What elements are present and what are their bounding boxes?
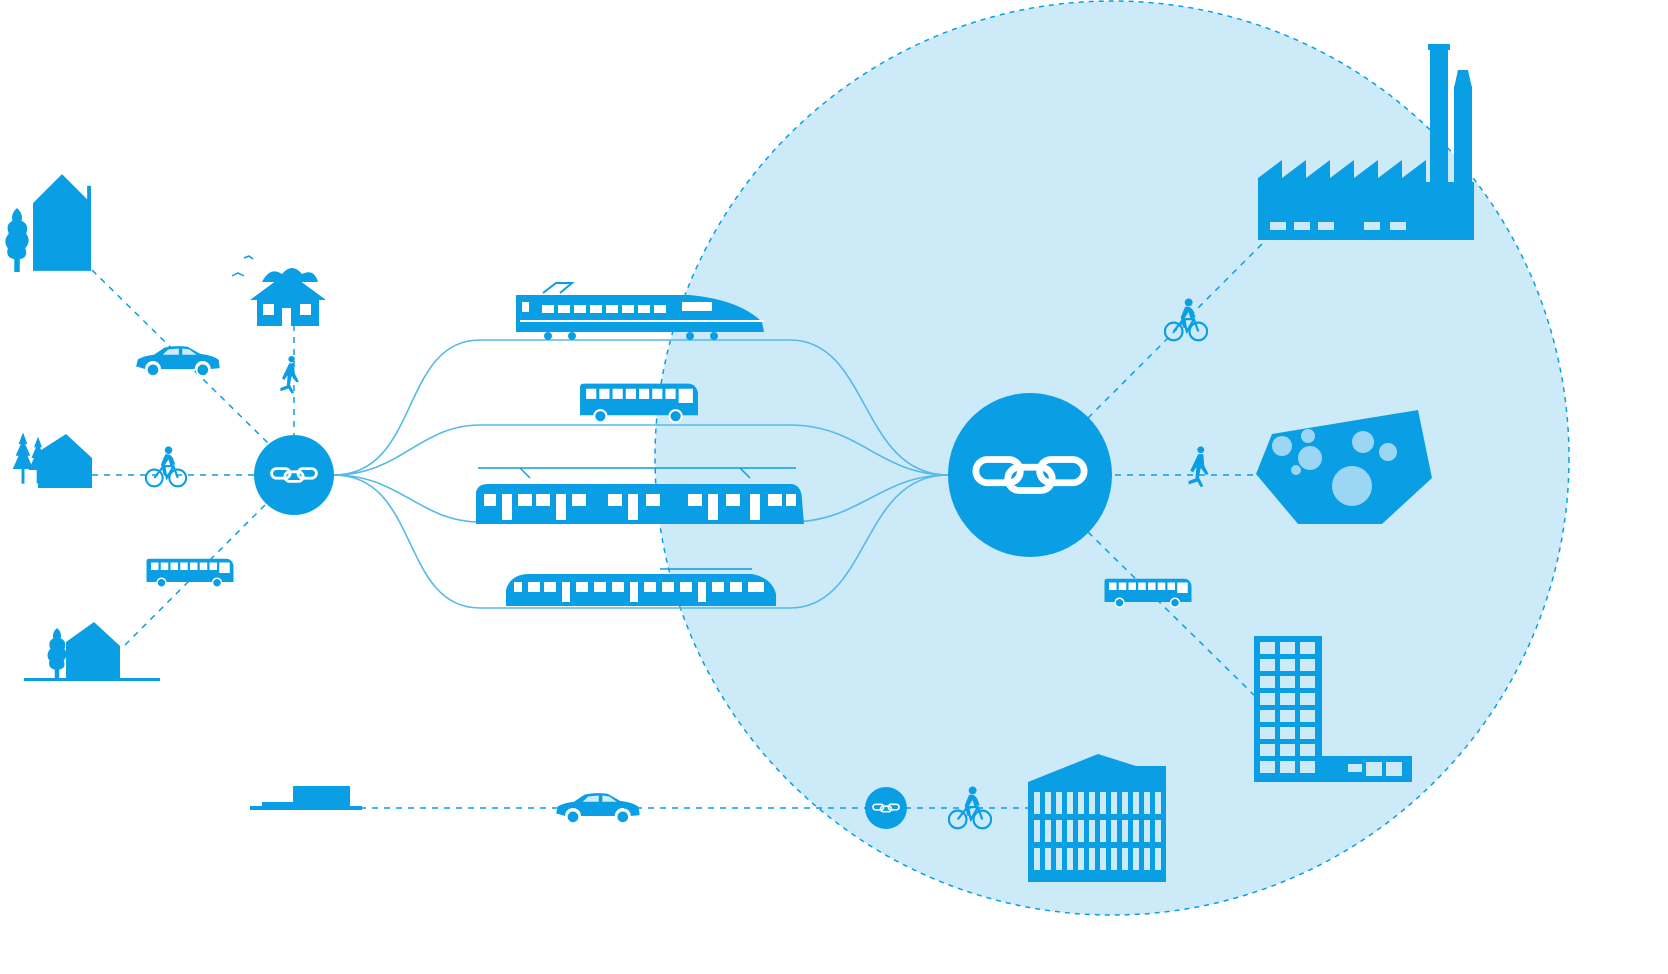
window — [1300, 642, 1315, 654]
window — [1122, 820, 1128, 842]
window — [1300, 693, 1315, 705]
window — [1078, 820, 1084, 842]
window — [1300, 744, 1315, 756]
window — [1280, 642, 1295, 654]
window — [1111, 848, 1117, 870]
window — [1300, 727, 1315, 739]
window — [1122, 792, 1128, 814]
window — [1034, 848, 1040, 870]
car-icon — [555, 792, 641, 824]
window — [1133, 792, 1139, 814]
city-hub — [948, 393, 1112, 557]
window — [1280, 693, 1295, 705]
window — [1133, 848, 1139, 870]
window — [1260, 642, 1275, 654]
tram-icon — [476, 467, 804, 524]
commuter-train-icon — [506, 568, 776, 606]
window — [1260, 744, 1275, 756]
window — [1260, 710, 1275, 722]
window — [1100, 820, 1106, 842]
green-roof-house-icon — [231, 255, 326, 326]
office-tower-icon — [1254, 636, 1412, 782]
window — [1280, 659, 1295, 671]
window — [1280, 676, 1295, 688]
window — [1045, 848, 1051, 870]
window — [1155, 848, 1161, 870]
coach-bus-icon — [578, 382, 700, 424]
office-block-icon — [1028, 754, 1166, 882]
window — [1144, 848, 1150, 870]
window — [1111, 792, 1117, 814]
window — [1300, 761, 1315, 773]
window — [1144, 792, 1150, 814]
window — [1133, 820, 1139, 842]
car-icon — [135, 345, 221, 377]
window — [1067, 848, 1073, 870]
high-speed-train-icon — [516, 282, 764, 340]
house-icon — [5, 174, 91, 272]
cottage-icon — [24, 622, 160, 681]
window — [1280, 744, 1295, 756]
window — [1067, 792, 1073, 814]
window — [1089, 792, 1095, 814]
runner-icon — [280, 356, 299, 394]
window — [1260, 693, 1275, 705]
cyclist-icon — [145, 446, 187, 488]
bus-icon — [145, 557, 235, 589]
window — [1280, 761, 1295, 773]
window — [1155, 792, 1161, 814]
arena-icon — [1256, 410, 1432, 524]
window — [1089, 820, 1095, 842]
window — [1056, 820, 1062, 842]
window — [1122, 848, 1128, 870]
window — [1280, 727, 1295, 739]
warehouse-icon — [250, 786, 362, 810]
window — [1100, 792, 1106, 814]
window — [1034, 820, 1040, 842]
window — [1078, 848, 1084, 870]
window — [1300, 659, 1315, 671]
small-hub — [865, 787, 907, 829]
window — [1155, 820, 1161, 842]
window — [1280, 710, 1295, 722]
window — [1260, 676, 1275, 688]
window — [1078, 792, 1084, 814]
window — [1034, 792, 1040, 814]
window — [1045, 792, 1051, 814]
window — [1260, 727, 1275, 739]
window — [1111, 820, 1117, 842]
window — [1056, 792, 1062, 814]
factory-icon — [1258, 44, 1474, 240]
window — [1089, 848, 1095, 870]
cabin-icon — [12, 432, 92, 488]
window — [1056, 848, 1062, 870]
residential-hub — [254, 435, 334, 515]
window — [1260, 761, 1275, 773]
window — [1100, 848, 1106, 870]
window — [1260, 659, 1275, 671]
window — [1067, 820, 1073, 842]
window — [1144, 820, 1150, 842]
window — [1045, 820, 1051, 842]
window — [1300, 710, 1315, 722]
window — [1300, 676, 1315, 688]
